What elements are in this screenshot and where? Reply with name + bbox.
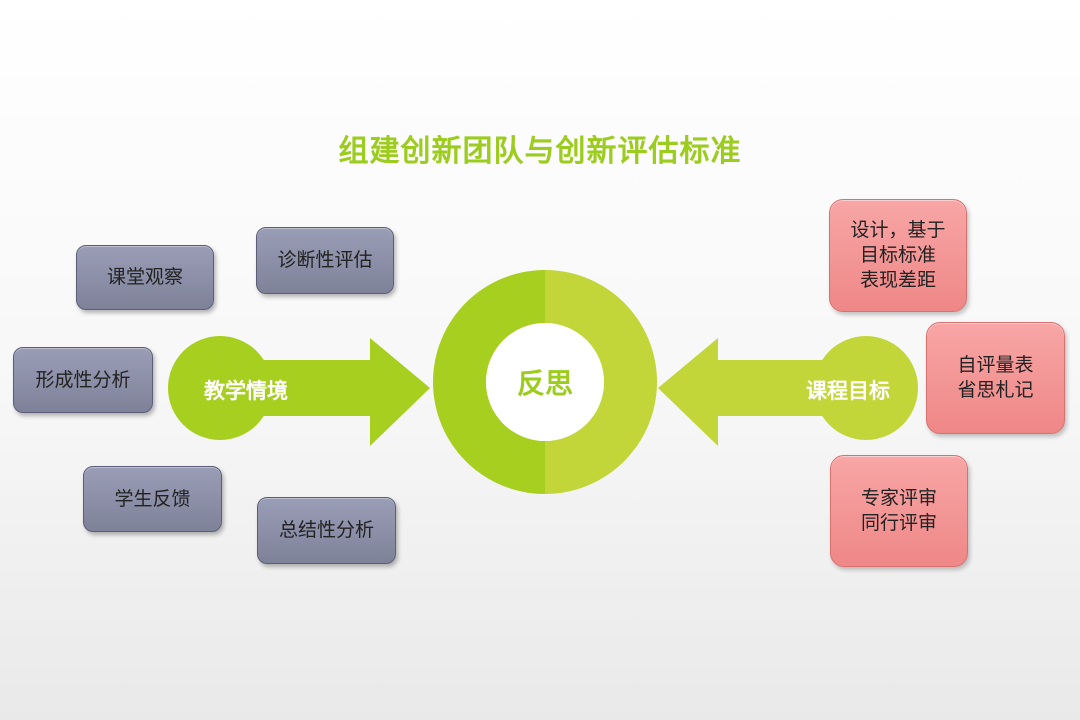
left-item-diagnostic-assessment: 诊断性评估 bbox=[256, 227, 394, 294]
right-item-self-assessment: 自评量表 省思札记 bbox=[926, 322, 1065, 434]
left-item-formative-analysis: 形成性分析 bbox=[13, 347, 153, 413]
left-arrow bbox=[168, 336, 430, 446]
center-label: 反思 bbox=[516, 367, 573, 400]
right-arrow bbox=[658, 336, 918, 446]
center-ring bbox=[433, 270, 657, 494]
diagram-title: 组建创新团队与创新评估标准 bbox=[338, 134, 742, 169]
right-item-design-gap: 设计，基于 目标标准 表现差距 bbox=[829, 199, 967, 312]
left-item-classroom-observation: 课堂观察 bbox=[76, 245, 214, 310]
right-arrow-label: 课程目标 bbox=[806, 379, 890, 403]
left-item-student-feedback: 学生反馈 bbox=[83, 466, 222, 532]
right-item-expert-review: 专家评审 同行评审 bbox=[830, 455, 968, 567]
left-arrow-label: 教学情境 bbox=[204, 379, 288, 403]
left-item-summative-analysis: 总结性分析 bbox=[257, 497, 396, 564]
